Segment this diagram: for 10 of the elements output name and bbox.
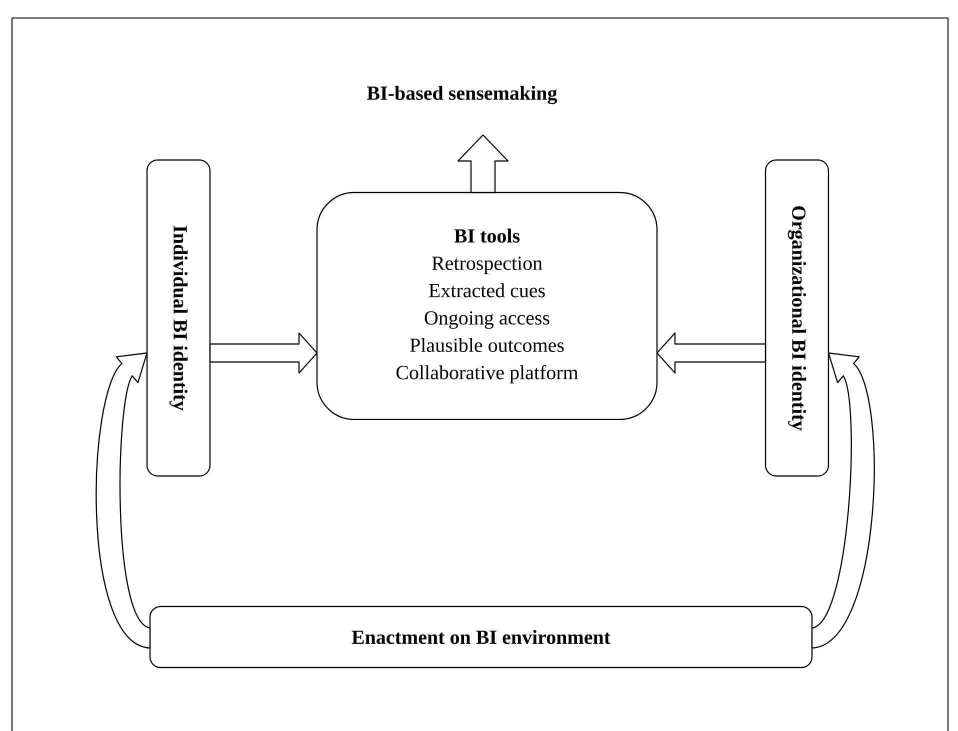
heading-text: BI-based sensemaking (367, 86, 558, 104)
block-arrow (209, 332, 318, 374)
block-arrow (656, 332, 766, 374)
tools-box: BI tools Retrospection Extracted cues Ongoing access Plausible outcomes Collaborative platform (316, 192, 658, 420)
block-arrow (457, 134, 509, 194)
curved-block-arrow (96, 352, 151, 649)
process-box: Enactment on BI environment (149, 606, 813, 668)
curved-block-arrow (811, 352, 875, 649)
identity-box: Organizational BI identity (764, 159, 830, 477)
identity-box: Individual BI identity (146, 159, 211, 477)
